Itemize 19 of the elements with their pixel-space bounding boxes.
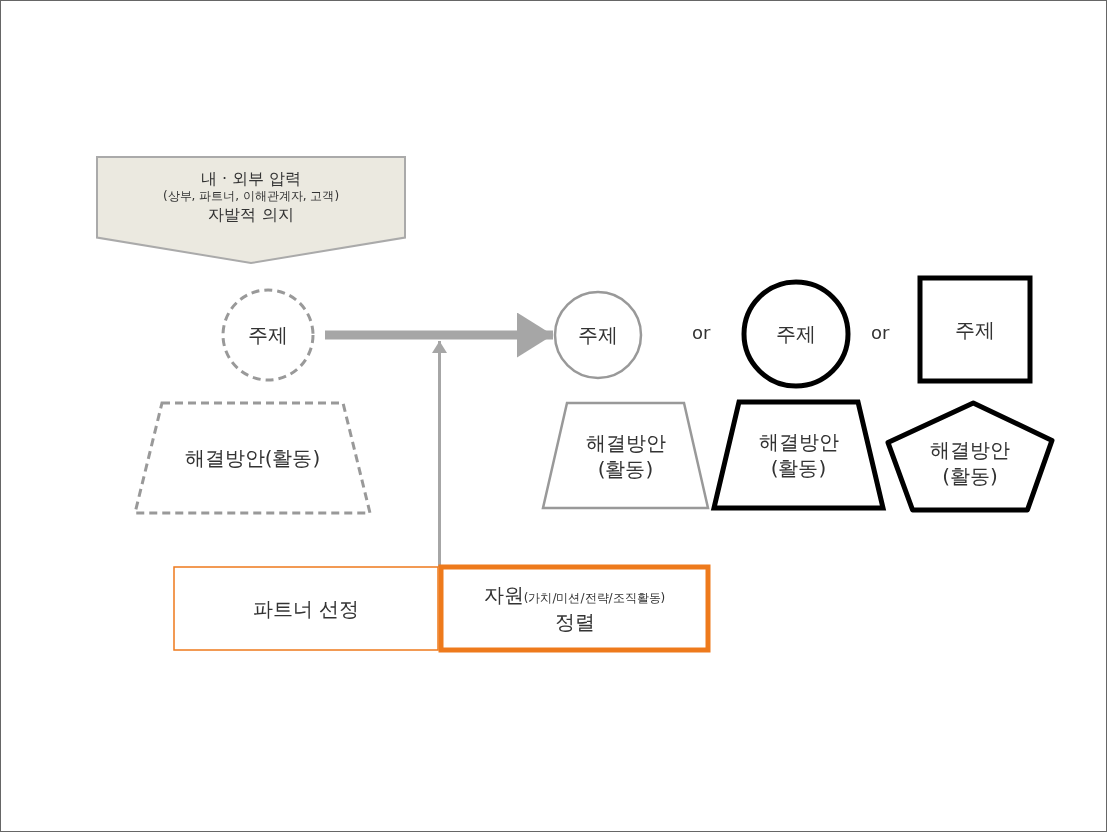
heading-text: 내 · 외부 압력 (200, 168, 302, 190)
node-label: 주제 (578, 322, 618, 348)
connector-word: or (692, 322, 711, 343)
node-label: 해결방안 (활동) (757, 429, 840, 481)
alignment-text: 정렬 (554, 608, 595, 636)
node-label: 파트너 선정 (252, 595, 360, 622)
arrow (432, 341, 447, 567)
node-label: 해결방안 (활동) (929, 436, 1011, 489)
node-label: 주제 (955, 316, 995, 343)
node-label: 주제 (248, 322, 288, 348)
node-label: 주제 (776, 321, 816, 347)
node-label: 해결방안 (활동) (584, 429, 667, 482)
note-text: (상부, 파트너, 이해관계자, 고객) (162, 189, 340, 206)
connector-word: or (871, 322, 890, 343)
node-label: 해결방안(활동) (184, 445, 321, 471)
resource-text: 자원 (483, 582, 524, 607)
arrow (325, 312, 553, 358)
body-text: 자발적 의지 (208, 205, 294, 226)
resource-detail-text: (가치/미션/전략/조직활동) (523, 590, 666, 605)
